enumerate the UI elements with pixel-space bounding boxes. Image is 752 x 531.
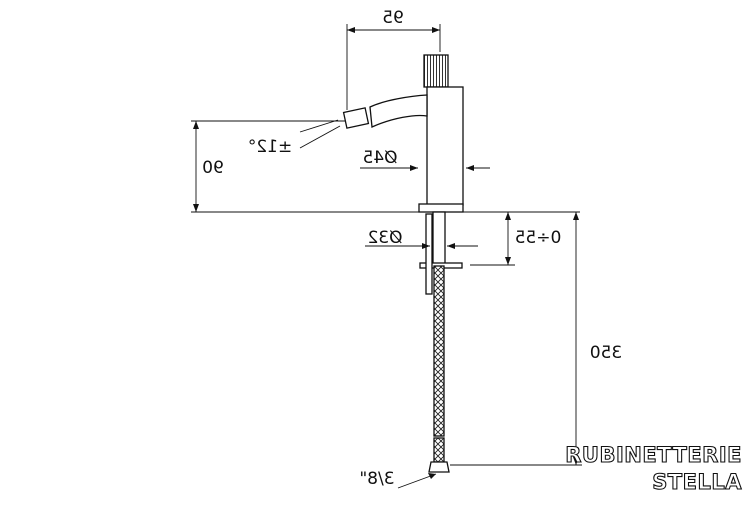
base-flange [418, 203, 464, 213]
hose-nut [428, 461, 450, 473]
brand-name-line2: STELLA [652, 470, 742, 494]
hose-lower [433, 437, 445, 463]
dimension-lines [191, 24, 582, 489]
faucet-drawing [342, 54, 464, 473]
dim-shank-diameter: Ø32 [367, 228, 402, 248]
handle-knurled [423, 54, 449, 88]
braided-hose [433, 265, 445, 437]
faucet-body [426, 86, 464, 206]
dim-spout-angle: ±12° [248, 137, 292, 157]
spout [369, 94, 428, 128]
dim-hose-connection: 3/8" [359, 469, 394, 489]
dimension-arrows [193, 27, 579, 479]
brand-name-line1: RUBINETTERIE [565, 443, 742, 467]
dim-body-diameter: Ø45 [362, 148, 397, 168]
dimension-labels: 95 90 ±12° Ø45 Ø32 0÷55 350 3/8" [202, 8, 622, 489]
fixing-rod [425, 213, 433, 295]
dim-width-top: 95 [382, 8, 404, 28]
dim-hose-length: 350 [590, 343, 622, 363]
spout-nozzle [342, 107, 370, 129]
dim-height-spout: 90 [202, 158, 224, 178]
dim-deck-thickness: 0÷55 [515, 228, 562, 248]
shank [432, 211, 446, 267]
